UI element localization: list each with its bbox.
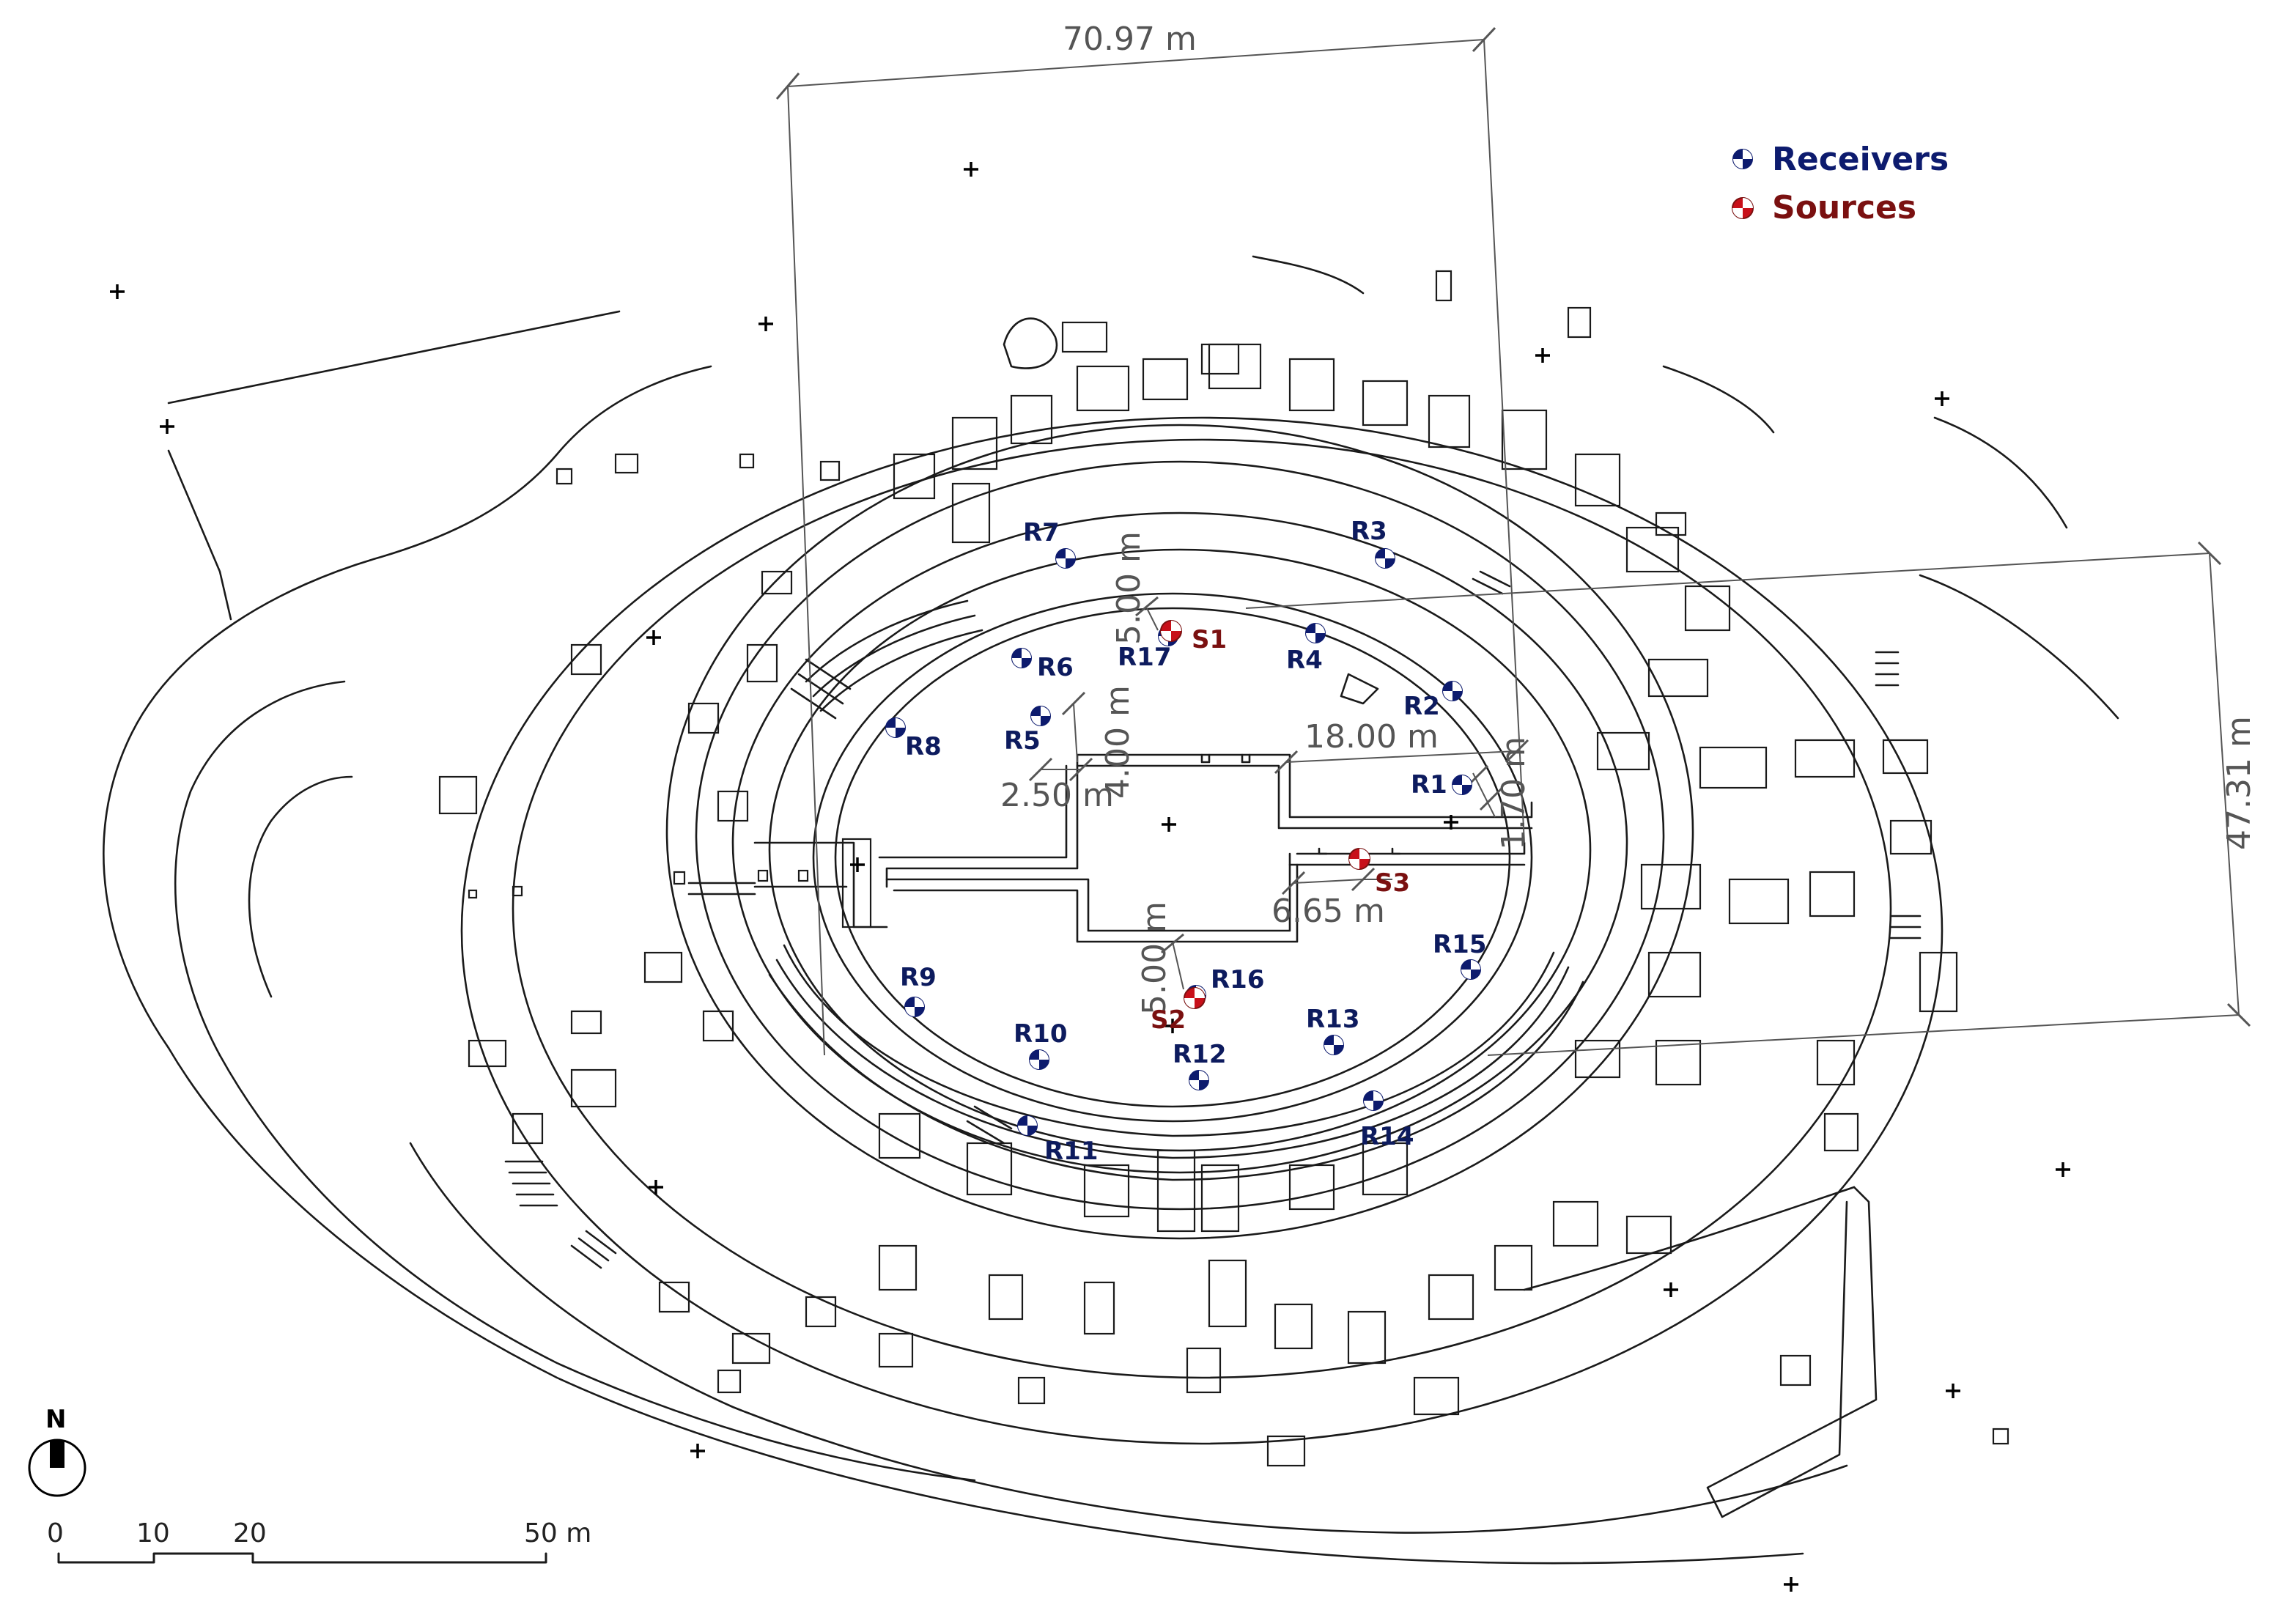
dim-170-label: 1.70 m bbox=[1495, 736, 1532, 850]
receiver-r13[interactable]: R13 bbox=[1306, 1005, 1360, 1055]
dim-height-label: 47.31 m bbox=[2221, 716, 2258, 850]
source-s3[interactable]: S3 bbox=[1348, 848, 1410, 898]
dim-500-bottom-label: 5.00 m bbox=[1136, 901, 1173, 1015]
source-points: S1 S2 S3 bbox=[1151, 620, 1410, 1035]
arena-central-pit bbox=[468, 753, 1533, 943]
arena-outlines bbox=[460, 416, 1944, 1445]
svg-text:R7: R7 bbox=[1023, 518, 1060, 547]
svg-text:R6: R6 bbox=[1037, 653, 1074, 682]
receiver-r12[interactable]: R12 bbox=[1173, 1040, 1227, 1090]
north-arrow: N bbox=[28, 1405, 86, 1497]
receiver-r3[interactable]: R3 bbox=[1351, 517, 1395, 569]
dim-18-label: 18.00 m bbox=[1304, 718, 1439, 756]
svg-text:S2: S2 bbox=[1151, 1005, 1186, 1035]
receiver-r5[interactable]: R5 bbox=[1004, 706, 1051, 756]
scale-tick-0: 0 bbox=[47, 1518, 64, 1548]
survey-markers bbox=[110, 162, 2070, 1592]
scale-bar: 0 10 20 50 m bbox=[47, 1518, 591, 1564]
svg-text:S1: S1 bbox=[1192, 625, 1227, 654]
svg-text:R3: R3 bbox=[1351, 517, 1387, 546]
scale-tick-10: 10 bbox=[136, 1518, 170, 1548]
svg-text:R13: R13 bbox=[1306, 1005, 1360, 1034]
dimension-lines: 70.97 m 47.31 m 18.00 m 6.65 m 2.50 m 4.… bbox=[775, 21, 2258, 1056]
surrounding-structures bbox=[438, 255, 2009, 1467]
receiver-r16[interactable]: R16 bbox=[1186, 965, 1265, 1005]
legend-receivers-label: Receivers bbox=[1772, 141, 1949, 178]
svg-text:R1: R1 bbox=[1411, 770, 1447, 800]
svg-text:R12: R12 bbox=[1173, 1040, 1227, 1069]
legend-sources: Sources bbox=[1732, 189, 1916, 226]
receiver-r4[interactable]: R4 bbox=[1286, 623, 1326, 675]
scale-tick-20: 20 bbox=[233, 1518, 267, 1548]
receiver-r8[interactable]: R8 bbox=[885, 717, 942, 761]
svg-text:R16: R16 bbox=[1211, 965, 1265, 994]
svg-text:R2: R2 bbox=[1403, 692, 1440, 721]
receiver-r9[interactable]: R9 bbox=[900, 963, 937, 1017]
dim-500-top-label: 5.00 m bbox=[1110, 531, 1148, 645]
staircases bbox=[504, 570, 1922, 1269]
dim-400-label: 4.00 m bbox=[1099, 685, 1137, 799]
svg-text:R11: R11 bbox=[1044, 1137, 1099, 1166]
svg-text:R10: R10 bbox=[1014, 1019, 1068, 1049]
receiver-r10[interactable]: R10 bbox=[1014, 1019, 1068, 1070]
receiver-r1[interactable]: R1 bbox=[1411, 770, 1472, 800]
svg-text:S3: S3 bbox=[1375, 868, 1410, 898]
dim-665-label: 6.65 m bbox=[1271, 893, 1385, 930]
receiver-r17[interactable]: R17 bbox=[1118, 626, 1178, 672]
scale-tick-50: 50 m bbox=[524, 1518, 591, 1548]
receiver-r6[interactable]: R6 bbox=[1011, 648, 1074, 682]
site-outlines bbox=[103, 310, 2119, 1565]
north-arrow-label: N bbox=[45, 1405, 66, 1434]
svg-text:R5: R5 bbox=[1004, 726, 1041, 756]
source-s2[interactable]: S2 bbox=[1151, 987, 1206, 1035]
source-s1[interactable]: S1 bbox=[1160, 620, 1227, 654]
receiver-r11[interactable]: R11 bbox=[1017, 1115, 1099, 1166]
receiver-r2[interactable]: R2 bbox=[1403, 681, 1463, 721]
receiver-r15[interactable]: R15 bbox=[1433, 930, 1487, 980]
receiver-points: R1 R2 R3 R4 R5 R6 R7 R8 bbox=[885, 517, 1487, 1166]
receiver-r14[interactable]: R14 bbox=[1360, 1090, 1414, 1151]
legend: Receivers Sources bbox=[1732, 141, 1949, 226]
receiver-r7[interactable]: R7 bbox=[1023, 518, 1076, 569]
svg-text:R14: R14 bbox=[1360, 1122, 1414, 1151]
svg-text:R15: R15 bbox=[1433, 930, 1487, 959]
svg-text:R4: R4 bbox=[1286, 646, 1323, 675]
dim-250-label: 2.50 m bbox=[1000, 777, 1114, 814]
svg-text:R17: R17 bbox=[1118, 643, 1172, 672]
dim-width-label: 70.97 m bbox=[1063, 21, 1197, 58]
legend-sources-label: Sources bbox=[1772, 189, 1916, 226]
svg-text:R8: R8 bbox=[905, 732, 942, 761]
svg-text:R9: R9 bbox=[900, 963, 937, 992]
legend-receivers: Receivers bbox=[1732, 141, 1949, 178]
